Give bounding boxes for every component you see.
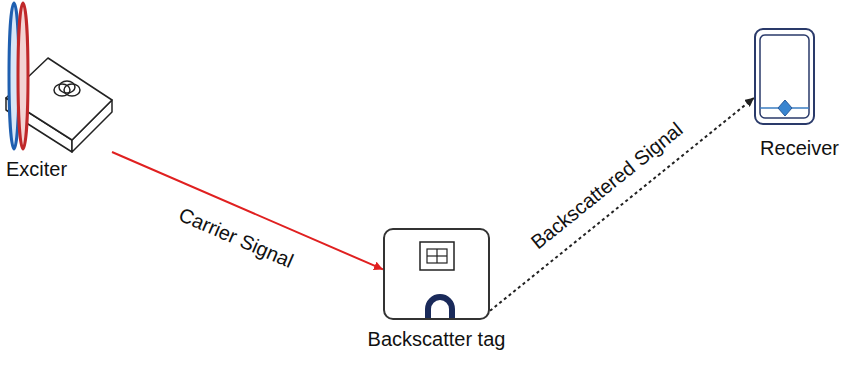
tag-chip — [420, 242, 454, 270]
signal-arrow — [490, 98, 754, 311]
receiver-device — [760, 35, 809, 118]
signal-label: Backscattered Signal — [527, 118, 688, 254]
receiver-screen — [760, 35, 809, 118]
node-label: Receiver — [760, 137, 839, 160]
tag-chip-window — [427, 249, 447, 263]
exciter-node: Exciter — [4, 2, 112, 152]
receiver-node: Receiver — [754, 28, 815, 125]
node-label: Backscatter tag — [368, 328, 506, 351]
tag-node: Backscatter tag — [383, 228, 490, 320]
node-label: Exciter — [6, 158, 67, 181]
tag-antenna — [428, 297, 452, 319]
exciter-ring — [64, 84, 80, 96]
receiver-diamond — [778, 100, 792, 116]
tag-chip-cross — [427, 255, 447, 256]
exciter-ring — [59, 81, 75, 93]
tag-device — [420, 242, 454, 319]
exciter-antenna — [18, 3, 28, 149]
exciter-device — [6, 3, 112, 152]
signal-label: Carrier Signal — [175, 203, 296, 273]
